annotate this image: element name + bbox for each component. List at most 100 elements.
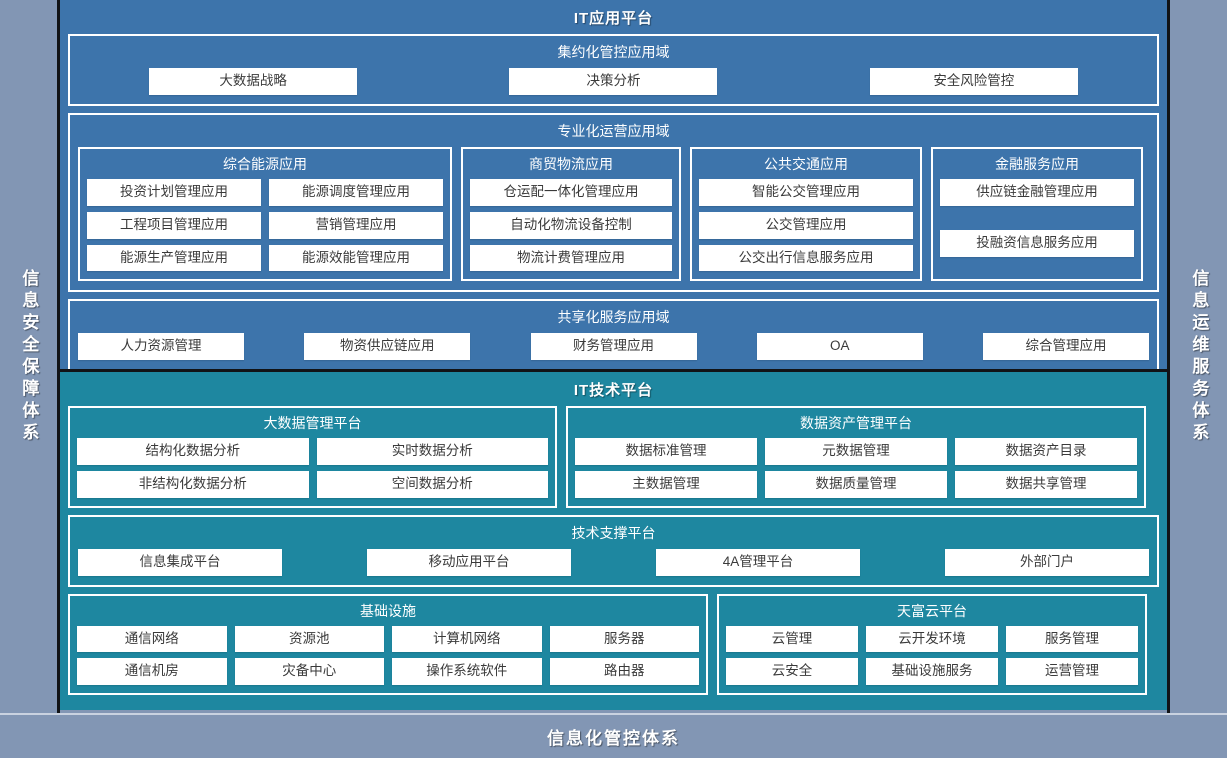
domain-professional-operations-title: 专业化运营应用域: [557, 122, 670, 139]
group-big-data-platform-grid: 结构化数据分析 实时数据分析 非结构化数据分析 空间数据分析: [77, 438, 548, 498]
band-technical-support-platform-title: 技术支撑平台: [571, 524, 656, 541]
chip-integrated-warehouse-delivery[interactable]: 仓运配一体化管理应用: [470, 178, 672, 206]
group-public-transit-grid: 智能公交管理应用 公交管理应用 公交出行信息服务应用: [699, 178, 913, 272]
chip-data-asset-catalog[interactable]: 数据资产目录: [955, 438, 1137, 465]
chip-bus-travel-information-service[interactable]: 公交出行信息服务应用: [699, 244, 913, 272]
chip-4a-management-platform[interactable]: 4A管理平台: [656, 548, 860, 576]
domain-shared-services: 共享化服务应用域 人力资源管理 物资供应链应用 财务管理应用 OA 综合管理应用: [68, 299, 1159, 372]
chip-communication-network[interactable]: 通信网络: [77, 625, 227, 653]
right-rail-it-operations: 信息运维服务体系: [1167, 0, 1227, 713]
group-financial-services: 金融服务应用 供应链金融管理应用 投融资信息服务应用: [931, 146, 1143, 282]
chip-resource-pool[interactable]: 资源池: [234, 625, 384, 653]
chip-operation-management[interactable]: 运营管理: [1006, 658, 1138, 686]
domain-professional-operations-groups: 综合能源应用 投资计划管理应用 能源调度管理应用 工程项目管理应用 营销管理应用…: [78, 146, 1149, 282]
tech-data-groups: 大数据管理平台 结构化数据分析 实时数据分析 非结构化数据分析 空间数据分析 数…: [68, 406, 1159, 508]
chip-decision-analysis[interactable]: 决策分析: [509, 68, 718, 95]
domain-shared-services-title: 共享化服务应用域: [557, 309, 670, 326]
chip-automated-logistics-equipment-control[interactable]: 自动化物流设备控制: [470, 211, 672, 239]
group-big-data-platform: 大数据管理平台 结构化数据分析 实时数据分析 非结构化数据分析 空间数据分析: [68, 406, 557, 508]
chip-energy-production-management[interactable]: 能源生产管理应用: [87, 244, 261, 272]
chip-security-risk-control[interactable]: 安全风险管控: [869, 68, 1078, 95]
tech-infra-band: 基础设施 通信网络 资源池 计算机网络 服务器 通信机房 灾备中心 操作系统软件…: [68, 593, 1159, 696]
group-data-asset-platform: 数据资产管理平台 数据标准管理 元数据管理 数据资产目录 主数据管理 数据质量管…: [566, 406, 1146, 508]
domain-shared-services-chips: 人力资源管理 物资供应链应用 财务管理应用 OA 综合管理应用: [78, 333, 1149, 361]
chip-server[interactable]: 服务器: [549, 625, 699, 653]
group-public-transit: 公共交通应用 智能公交管理应用 公交管理应用 公交出行信息服务应用: [690, 146, 922, 282]
it-application-platform: IT应用平台 集约化管控应用域 大数据战略 决策分析 安全风险管控 专业化运营应…: [60, 0, 1167, 372]
group-data-asset-platform-grid: 数据标准管理 元数据管理 数据资产目录 主数据管理 数据质量管理 数据共享管理: [575, 438, 1137, 498]
chip-metadata-management[interactable]: 元数据管理: [765, 438, 947, 465]
chip-engineering-project-management[interactable]: 工程项目管理应用: [87, 211, 261, 239]
group-integrated-energy-title: 综合能源应用: [223, 155, 307, 172]
domain-intensive-management: 集约化管控应用域 大数据战略 决策分析 安全风险管控: [68, 34, 1159, 106]
group-financial-services-title: 金融服务应用: [995, 155, 1079, 172]
chip-cloud-security[interactable]: 云安全: [726, 658, 858, 686]
group-trade-logistics-grid: 仓运配一体化管理应用 自动化物流设备控制 物流计费管理应用: [470, 178, 672, 272]
chip-energy-dispatch-management[interactable]: 能源调度管理应用: [269, 178, 443, 206]
chip-unstructured-data-analysis[interactable]: 非结构化数据分析: [77, 470, 309, 498]
band-technical-support-platform-chips: 信息集成平台 移动应用平台 4A管理平台 外部门户: [78, 548, 1149, 576]
group-tianfu-cloud-platform: 天富云平台 云管理 云开发环境 服务管理 云安全 基础设施服务 运营管理: [717, 593, 1147, 696]
domain-intensive-management-title: 集约化管控应用域: [557, 44, 670, 60]
chip-financial-management[interactable]: 财务管理应用: [530, 333, 697, 361]
chip-data-sharing-management[interactable]: 数据共享管理: [955, 470, 1137, 498]
band-technical-support-platform: 技术支撑平台 信息集成平台 移动应用平台 4A管理平台 外部门户: [68, 514, 1159, 587]
group-big-data-platform-title: 大数据管理平台: [263, 415, 362, 431]
group-tianfu-cloud-platform-grid: 云管理 云开发环境 服务管理 云安全 基础设施服务 运营管理: [726, 625, 1138, 686]
chip-data-standard-management[interactable]: 数据标准管理: [575, 438, 757, 465]
it-application-platform-title: IT应用平台: [573, 10, 654, 27]
domain-intensive-management-chips: 大数据战略 决策分析 安全风险管控: [78, 68, 1149, 95]
group-infrastructure-grid: 通信网络 资源池 计算机网络 服务器 通信机房 灾备中心 操作系统软件 路由器: [77, 625, 699, 686]
group-trade-logistics-title: 商贸物流应用: [529, 155, 613, 172]
chip-bus-management[interactable]: 公交管理应用: [699, 211, 913, 239]
chip-computer-network[interactable]: 计算机网络: [392, 625, 542, 653]
it-technology-platform-title: IT技术平台: [573, 382, 654, 399]
tech-infra-groups: 基础设施 通信网络 资源池 计算机网络 服务器 通信机房 灾备中心 操作系统软件…: [68, 593, 1159, 696]
chip-oa[interactable]: OA: [756, 333, 923, 361]
chip-supply-chain-finance-management[interactable]: 供应链金融管理应用: [940, 178, 1134, 206]
group-trade-logistics: 商贸物流应用 仓运配一体化管理应用 自动化物流设备控制 物流计费管理应用: [461, 146, 681, 282]
center-column: IT应用平台 集约化管控应用域 大数据战略 决策分析 安全风险管控 专业化运营应…: [60, 0, 1167, 710]
chip-structured-data-analysis[interactable]: 结构化数据分析: [77, 438, 309, 465]
chip-mobile-application-platform[interactable]: 移动应用平台: [367, 548, 571, 576]
chip-big-data-strategy[interactable]: 大数据战略: [149, 68, 358, 95]
group-infrastructure: 基础设施 通信网络 资源池 计算机网络 服务器 通信机房 灾备中心 操作系统软件…: [68, 593, 708, 696]
chip-operating-system-software[interactable]: 操作系统软件: [392, 658, 542, 686]
chip-smart-bus-management[interactable]: 智能公交管理应用: [699, 178, 913, 206]
group-financial-services-grid: 供应链金融管理应用 投融资信息服务应用: [940, 178, 1134, 272]
chip-data-quality-management[interactable]: 数据质量管理: [765, 470, 947, 498]
bottom-bar-informatization-governance: 信息化管控体系: [0, 713, 1227, 758]
chip-realtime-data-analysis[interactable]: 实时数据分析: [316, 438, 548, 465]
tech-data-band: 大数据管理平台 结构化数据分析 实时数据分析 非结构化数据分析 空间数据分析 数…: [68, 406, 1159, 508]
chip-router[interactable]: 路由器: [549, 658, 699, 686]
group-integrated-energy-grid: 投资计划管理应用 能源调度管理应用 工程项目管理应用 营销管理应用 能源生产管理…: [87, 178, 443, 272]
chip-external-portal[interactable]: 外部门户: [945, 548, 1149, 576]
chip-investment-financing-information-service[interactable]: 投融资信息服务应用: [940, 229, 1134, 257]
chip-energy-efficiency-management[interactable]: 能源效能管理应用: [269, 244, 443, 272]
group-infrastructure-title: 基础设施: [360, 602, 416, 619]
chip-material-supply-chain[interactable]: 物资供应链应用: [304, 333, 471, 361]
group-public-transit-title: 公共交通应用: [764, 155, 848, 172]
chip-communication-room[interactable]: 通信机房: [77, 658, 227, 686]
chip-cloud-management[interactable]: 云管理: [726, 625, 858, 653]
chip-spatial-data-analysis[interactable]: 空间数据分析: [316, 470, 548, 498]
domain-professional-operations: 专业化运营应用域 综合能源应用 投资计划管理应用 能源调度管理应用 工程项目管理…: [68, 112, 1159, 293]
chip-infrastructure-service[interactable]: 基础设施服务: [866, 658, 998, 686]
group-tianfu-cloud-platform-title: 天富云平台: [897, 602, 967, 619]
chip-logistics-billing-management[interactable]: 物流计费管理应用: [470, 244, 672, 272]
chip-comprehensive-management[interactable]: 综合管理应用: [983, 333, 1149, 361]
chip-investment-plan-management[interactable]: 投资计划管理应用: [87, 178, 261, 206]
right-rail-label: 信息运维服务体系: [1189, 268, 1209, 445]
chip-master-data-management[interactable]: 主数据管理: [575, 470, 757, 498]
bottom-bar-label: 信息化管控体系: [547, 729, 680, 748]
group-data-asset-platform-title: 数据资产管理平台: [800, 415, 912, 431]
chip-marketing-management[interactable]: 营销管理应用: [269, 211, 443, 239]
group-integrated-energy: 综合能源应用 投资计划管理应用 能源调度管理应用 工程项目管理应用 营销管理应用…: [78, 146, 452, 282]
chip-disaster-recovery-center[interactable]: 灾备中心: [234, 658, 384, 686]
chip-information-integration-platform[interactable]: 信息集成平台: [78, 548, 282, 576]
chip-cloud-development-environment[interactable]: 云开发环境: [866, 625, 998, 653]
chip-human-resource-management[interactable]: 人力资源管理: [78, 333, 244, 361]
it-technology-platform: IT技术平台 大数据管理平台 结构化数据分析 实时数据分析 非结构化数据分析 空…: [60, 369, 1167, 710]
chip-service-management[interactable]: 服务管理: [1006, 625, 1138, 653]
